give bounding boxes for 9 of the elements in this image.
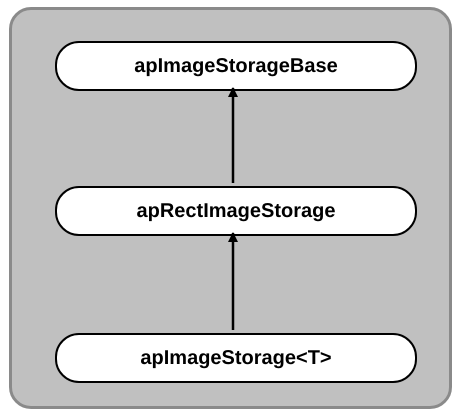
container-panel [9, 7, 452, 409]
class-name: apImageStorage<T> [140, 346, 332, 371]
class-name: apRectImageStorage [136, 199, 336, 224]
arrow [228, 232, 238, 330]
class-name: apImageStorageBase [134, 54, 338, 79]
class-box [55, 41, 417, 91]
class-box [55, 186, 417, 236]
arrow [228, 87, 238, 183]
class-box [55, 333, 417, 383]
